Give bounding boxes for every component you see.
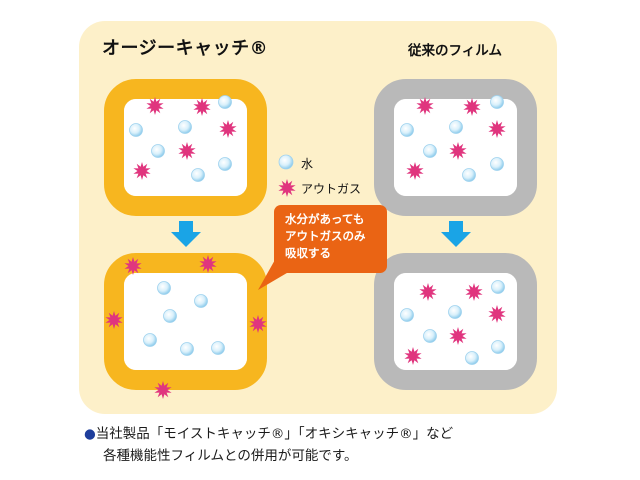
water-droplet-icon — [180, 342, 194, 356]
outgas-molecule-icon — [219, 120, 237, 138]
outgas-molecule-icon — [133, 162, 151, 180]
legend-water-label: 水 — [301, 157, 314, 171]
water-droplet-icon — [491, 340, 505, 354]
outgas-molecule-icon — [404, 347, 422, 365]
water-droplet-icon — [400, 123, 414, 137]
title-og-catch: オージーキャッチ® — [102, 38, 269, 59]
water-droplet-icon — [423, 144, 437, 158]
water-droplet-icon — [211, 341, 225, 355]
water-droplet-icon — [151, 144, 165, 158]
outgas-molecule-icon — [178, 142, 196, 160]
water-droplet-icon — [129, 123, 143, 137]
outgas-molecule-icon — [124, 257, 142, 275]
outgas-molecule-icon — [406, 162, 424, 180]
outgas-molecule-icon — [105, 311, 123, 329]
outgas-molecule-icon — [463, 98, 481, 116]
water-droplet-icon — [218, 157, 232, 171]
legend-outgas-label: アウトガス — [301, 182, 362, 196]
water-droplet-icon — [423, 329, 437, 343]
water-droplet-icon — [400, 308, 414, 322]
outgas-molecule-icon — [193, 98, 211, 116]
outgas-molecule-icon — [154, 381, 172, 399]
water-droplet-icon — [143, 333, 157, 347]
water-droplet-icon — [194, 294, 208, 308]
bullet-icon: ● — [84, 426, 96, 442]
down-arrow-icon — [171, 221, 201, 247]
callout-line-3: 吸収する — [285, 246, 331, 260]
water-droplet-icon — [218, 95, 232, 109]
footnote-text-2: 各種機能性フィルムとの併用が可能です。 — [103, 448, 358, 464]
outgas-molecule-icon — [199, 255, 217, 273]
water-droplet-icon — [448, 305, 462, 319]
outgas-molecule-icon — [146, 97, 164, 115]
water-droplet-icon — [191, 168, 205, 182]
outgas-molecule-icon — [465, 283, 483, 301]
water-droplet-icon — [163, 309, 177, 323]
water-droplet-icon — [490, 157, 504, 171]
outgas-molecule-icon — [278, 179, 296, 197]
footnote-line-1: ●当社製品「モイストキャッチ®」「オキシキャッチ®」など — [84, 425, 453, 444]
title-conventional-film: 従来のフィルム — [408, 43, 502, 59]
callout-line-1: 水分があっても — [285, 212, 365, 226]
callout-box: 水分があっても アウトガスのみ 吸収する — [274, 205, 387, 273]
water-droplet-icon — [278, 154, 294, 170]
outgas-molecule-icon — [419, 283, 437, 301]
callout-line-2: アウトガスのみ — [285, 229, 366, 243]
outgas-molecule-icon — [249, 315, 267, 333]
water-droplet-icon — [491, 280, 505, 294]
outgas-molecule-icon — [416, 97, 434, 115]
footnote-text-1: 当社製品「モイストキャッチ®」「オキシキャッチ®」など — [95, 426, 454, 442]
water-droplet-icon — [157, 281, 171, 295]
outgas-molecule-icon — [488, 305, 506, 323]
water-droplet-icon — [465, 351, 479, 365]
water-droplet-icon — [449, 120, 463, 134]
outgas-molecule-icon — [449, 327, 467, 345]
water-droplet-icon — [462, 168, 476, 182]
down-arrow-icon — [441, 221, 471, 247]
water-droplet-icon — [490, 95, 504, 109]
water-droplet-icon — [178, 120, 192, 134]
outgas-molecule-icon — [449, 142, 467, 160]
outgas-molecule-icon — [488, 120, 506, 138]
